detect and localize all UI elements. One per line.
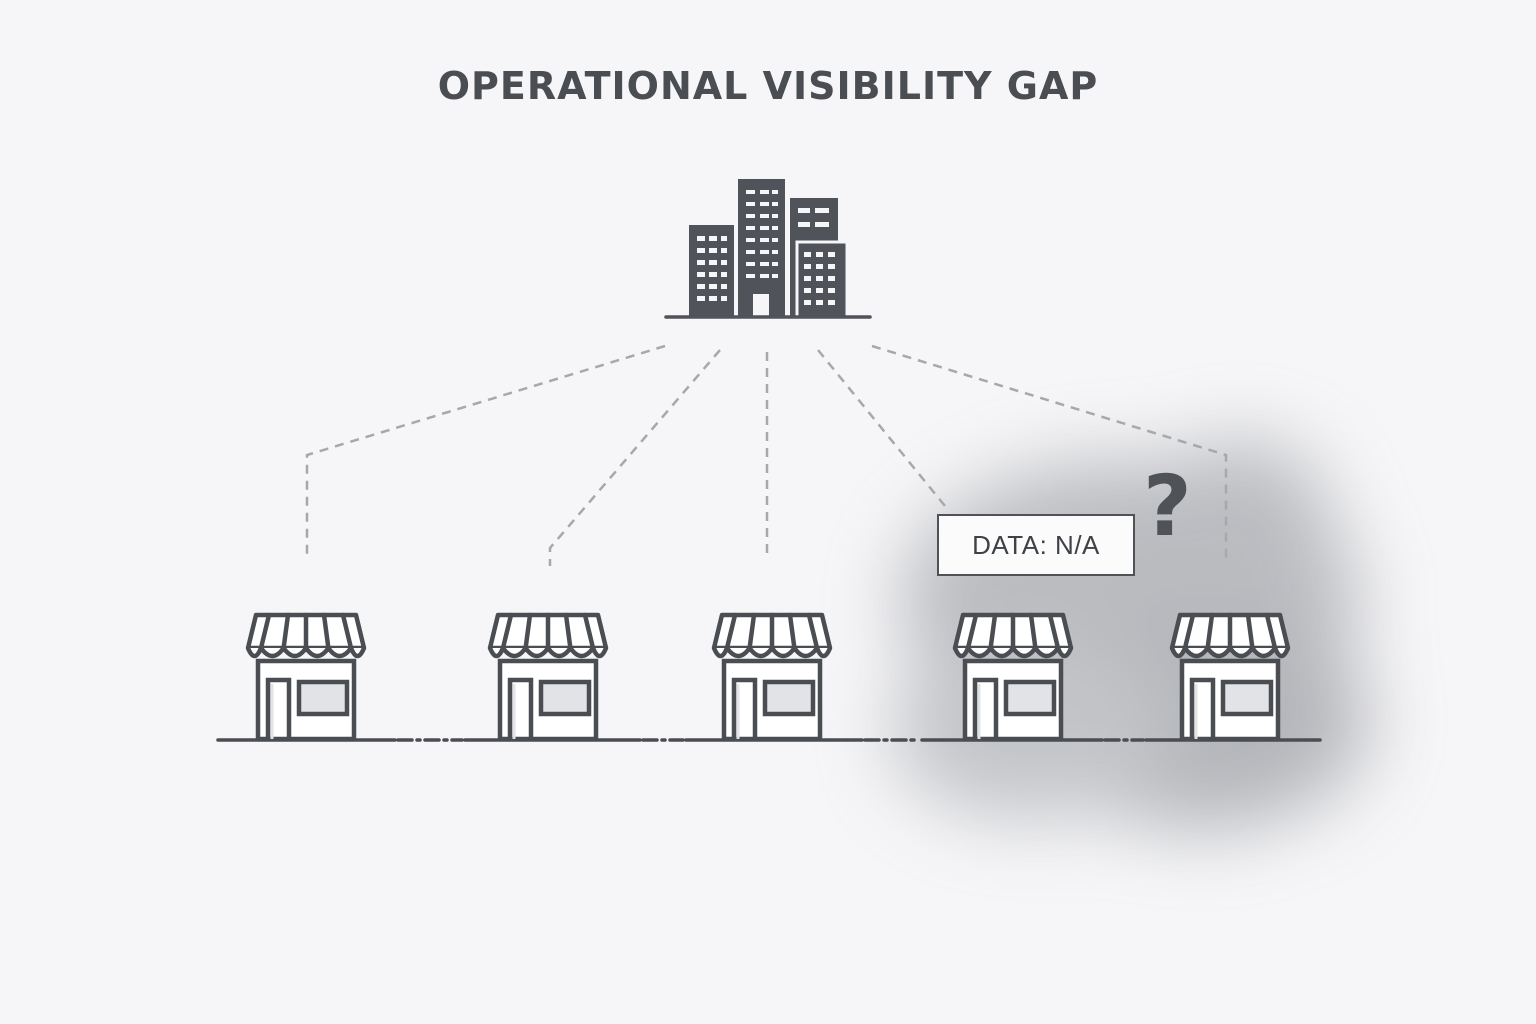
office-buildings-icon xyxy=(664,179,872,319)
storefront-icon xyxy=(490,615,606,739)
connector-line-store-1 xyxy=(305,344,666,558)
storefront-icon xyxy=(714,615,830,739)
connector-lines xyxy=(305,344,1228,566)
data-unavailable-label: DATA: N/A xyxy=(937,514,1135,576)
storefront-icon xyxy=(955,615,1071,739)
question-mark-icon: ? xyxy=(1143,457,1192,555)
diagram-title: OPERATIONAL VISIBILITY GAP xyxy=(437,64,1099,108)
connector-line-store-4 xyxy=(817,349,946,507)
connector-line-store-2 xyxy=(548,349,721,566)
storefront-icon xyxy=(248,615,364,739)
storefront-icon xyxy=(1172,615,1288,739)
connector-line-store-5 xyxy=(871,344,1228,560)
